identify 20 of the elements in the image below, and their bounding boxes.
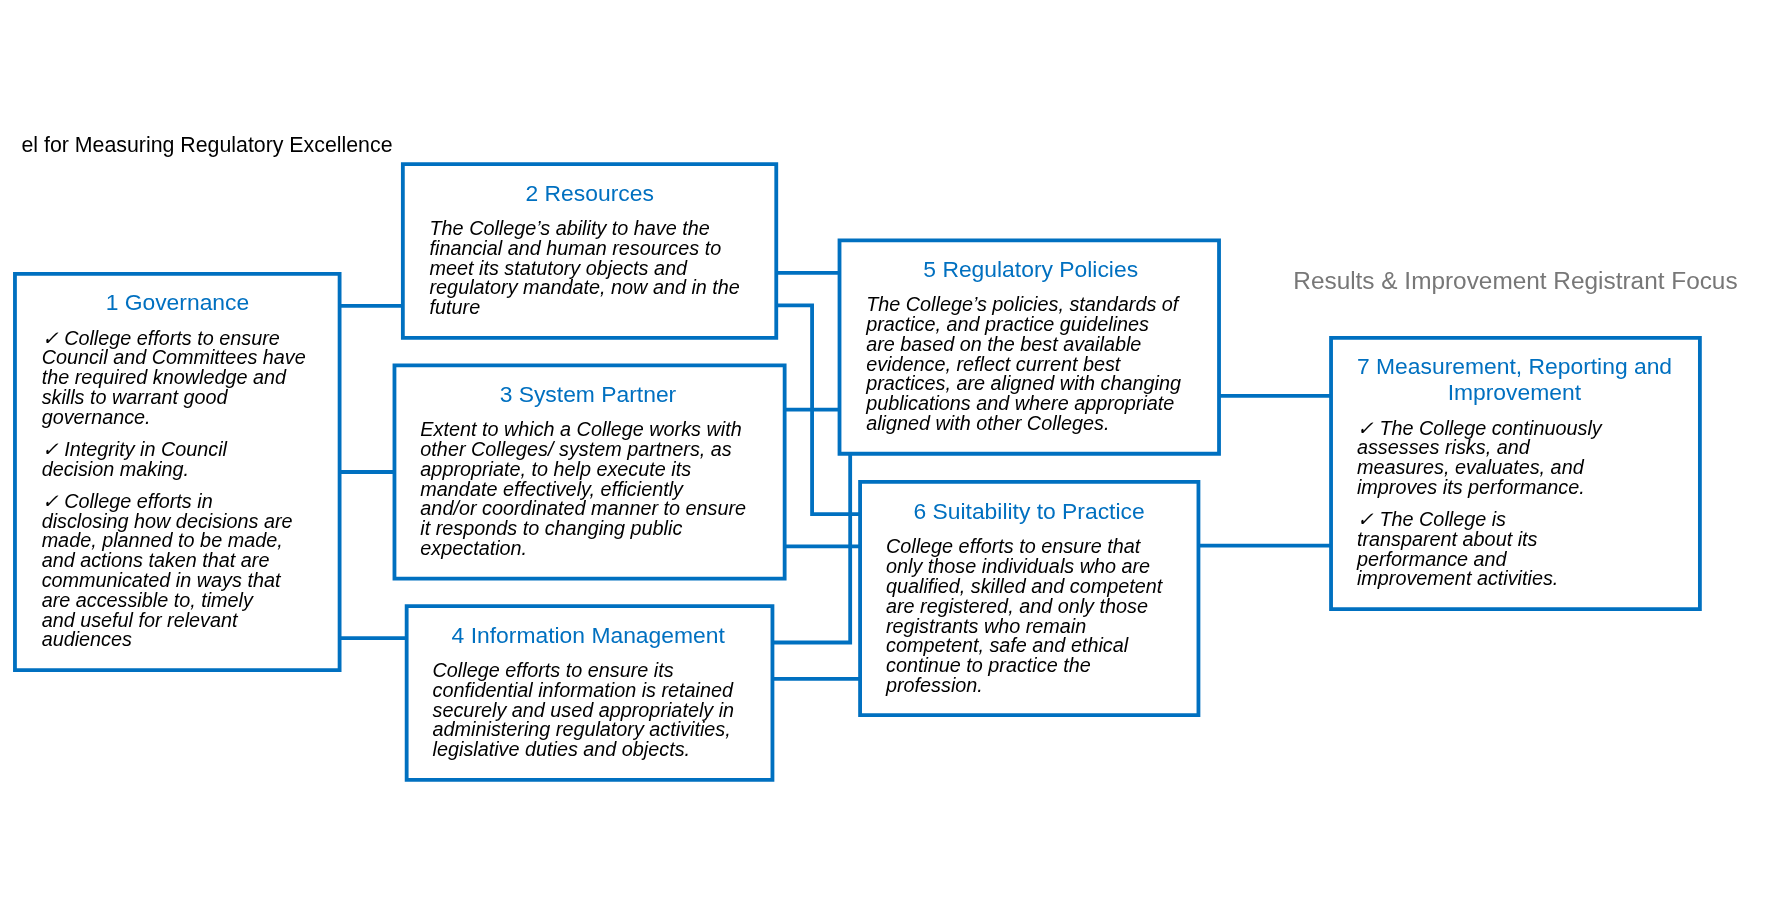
connector <box>776 303 860 516</box>
connector <box>772 453 853 644</box>
connector <box>1198 543 1331 547</box>
node-box: 5 Regulatory Policies The College’s policies, standards of practice, and practice guidelines are based on the best available evidence, reflect current best practices, are aligned with changing publications and where appropriate aligned with other Colleges. <box>837 237 1221 456</box>
connector <box>339 303 403 308</box>
connector <box>776 270 839 275</box>
node-box: 1 Governance ✓ College efforts to ensure Council and Committees have the required knowledge and skills to warrant good governance. ✓ Integrity in Council decision making. ✓ College efforts in disclosing how decisions are made, planned to be made, and actions taken that are communicated in ways that are accessible to, timely and useful for relevant audiences <box>13 271 342 672</box>
connector <box>785 544 860 548</box>
connector <box>772 676 860 681</box>
node-box: 3 System Partner Extent to which a College works with other Colleges/ system partners, as appropriate, to help execute its mandate effectively, efficiently and/or coordinated manner to ensure it responds to changing public expectation. <box>392 362 787 581</box>
node-box: 4 Information Management College efforts to ensure its confidential information is retained securely and used appropriately in administering regulatory activities, legislative duties and objects. <box>404 603 775 782</box>
connector <box>339 469 394 474</box>
connector <box>339 635 407 640</box>
node-box: 7 Measurement, Reporting and Improvement ✓ The College continuously assesses risks, and measures, evaluates, and improves its performance. ✓ The College is transparent about its performance and improvement activities. <box>1329 335 1702 611</box>
connector <box>785 407 840 411</box>
connector <box>1219 393 1331 398</box>
node-box: 6 Suitability to Practice College efforts to ensure that only those individuals who are qualified, skilled and competent are registered, and only those registrants who remain competent, safe and ethical continue to practice the profession. <box>858 479 1201 717</box>
node-box: 2 Resources The College’s ability to have the financial and human resources to meet its statutory objects and regulatory mandate, now and in the future <box>400 161 779 340</box>
diagram-title: el for Measuring Regulatory Excellence <box>21 132 393 157</box>
label: Results & Improvement Registrant Focus <box>1293 266 1738 294</box>
